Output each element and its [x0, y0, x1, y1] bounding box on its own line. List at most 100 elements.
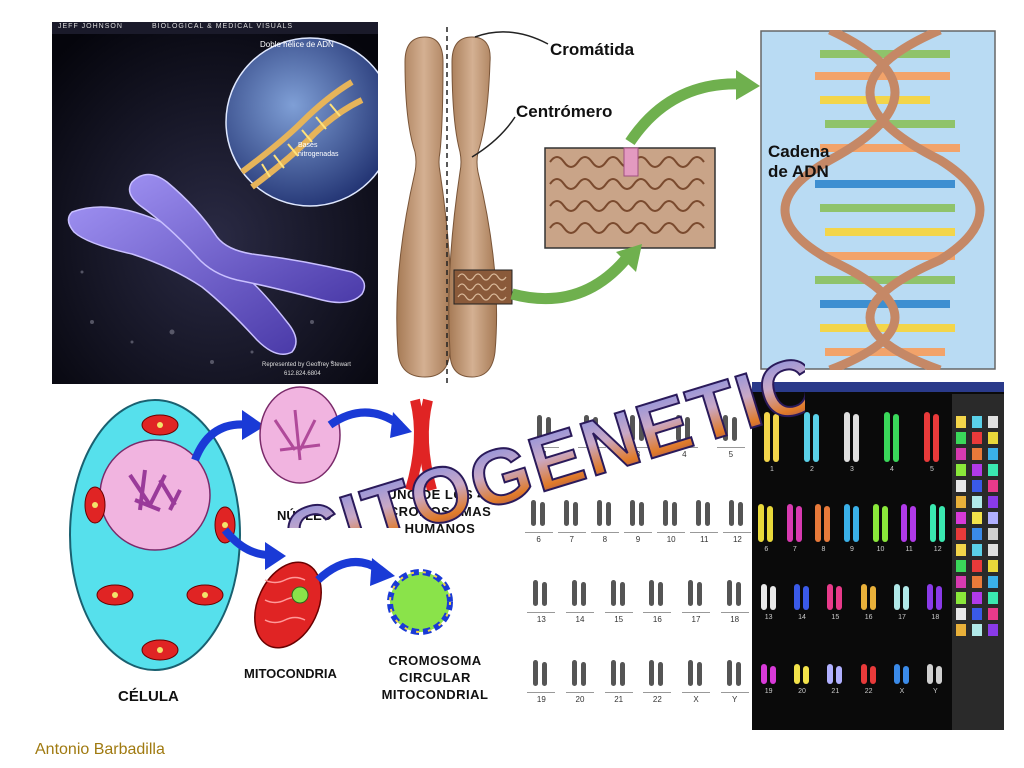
- karyotype-baseline: [682, 692, 710, 693]
- karyotype-chromatid: [697, 582, 702, 606]
- karyotype-chromatid: [539, 502, 545, 526]
- sky-chromatid: [869, 666, 876, 684]
- karyotype-chromatid: [731, 417, 737, 441]
- sky-chromatid: [824, 506, 831, 542]
- karyotype-number: 13: [536, 615, 546, 624]
- karyotype-chromatid: [676, 415, 682, 441]
- karyotype-baseline: [670, 447, 699, 448]
- karyotype-chromatid: [592, 417, 598, 441]
- photo-header-right: BIOLOGICAL & MEDICAL VISUALS: [152, 23, 294, 30]
- label-centromere: Centrómero: [516, 102, 613, 121]
- sky-legend-swatch: [988, 512, 998, 524]
- sky-number: 7: [792, 546, 797, 553]
- karyotype-baseline: [566, 612, 594, 613]
- karyotype-chromatid: [639, 502, 644, 526]
- label-nucleus: NÚCLEO: [277, 508, 332, 523]
- sky-legend-swatch: [972, 528, 982, 540]
- karyotype-chromatid: [572, 502, 578, 526]
- karyotype-chromatid: [688, 660, 693, 686]
- karyotype-number: 7: [569, 535, 574, 544]
- sky-chromatid: [786, 504, 793, 542]
- karyotype-chromatid: [537, 415, 543, 441]
- karyotype-chromatid: [729, 500, 735, 526]
- sky-chromosome-pair: [825, 584, 845, 634]
- karyotype-number: 14: [575, 615, 585, 624]
- photo-footer-phone: 612.824.6804: [284, 371, 321, 377]
- label-cell: CÉLULA: [118, 688, 179, 705]
- sky-legend-swatch: [956, 512, 966, 524]
- sky-chromatid: [929, 504, 936, 542]
- karyotype-chromatid: [658, 582, 664, 606]
- sky-chromatid: [794, 664, 800, 684]
- karyotype-chromatid: [688, 580, 693, 606]
- sky-chromatid: [924, 412, 930, 462]
- label-dna-chain-2: de ADN: [768, 162, 829, 181]
- sky-legend-swatch: [972, 560, 982, 572]
- sky-legend-swatch: [956, 560, 966, 572]
- karyotype-chromatid: [572, 580, 577, 606]
- sky-number: 6: [764, 546, 769, 553]
- karyotype-number: 2: [589, 450, 594, 459]
- sky-chromatid: [901, 504, 908, 542]
- karyotype-chromosome-pair: [686, 580, 706, 608]
- sky-legend-swatch: [956, 416, 966, 428]
- sky-chromosome-pair: [842, 504, 862, 554]
- sky-legend-swatch: [972, 608, 982, 620]
- sky-number: 13: [764, 614, 773, 621]
- sky-legend-swatch: [988, 448, 998, 460]
- karyotype-chromosome-pair: [531, 580, 551, 608]
- sky-number: 11: [905, 546, 913, 553]
- sky-number: 3: [850, 466, 854, 473]
- karyotype-number: 15: [614, 615, 624, 624]
- sky-legend-swatch: [956, 624, 966, 636]
- karyotype-chromosome-pair: [609, 660, 629, 688]
- sky-chromatid: [936, 586, 943, 610]
- sky-chromatid: [844, 504, 850, 542]
- sky-chromatid: [803, 586, 809, 610]
- sky-chromatid: [795, 506, 802, 542]
- karyotype-chromosome-pair: [531, 660, 551, 688]
- sky-chromatid: [872, 504, 879, 542]
- sky-chromatid: [804, 412, 810, 462]
- karyotype-chromosome-pair: [727, 500, 747, 528]
- sky-chromosome-pair: [892, 664, 912, 714]
- sky-chromosome-pair: [842, 412, 862, 462]
- sky-chromosome-pair: [899, 504, 919, 554]
- sky-chromosome-pair: [792, 664, 812, 714]
- karyotype-number: 22: [652, 695, 662, 704]
- sky-legend-swatch: [988, 528, 998, 540]
- karyotype-chromatid: [581, 662, 586, 686]
- sky-chromatid: [760, 664, 767, 684]
- karyotype-chromatid: [581, 582, 586, 606]
- karyotype-chromosome-pair: [647, 580, 667, 608]
- karyotype-chromosome-pair: [609, 580, 629, 608]
- karyotype-baseline: [716, 447, 745, 448]
- sky-chromatid: [893, 414, 899, 462]
- sky-legend-swatch: [988, 576, 998, 588]
- karyotype-baseline: [524, 532, 553, 533]
- photo-footer-represented: Represented by Geoffrey Stewart: [262, 362, 351, 368]
- sky-chromatid: [836, 586, 843, 610]
- sky-legend-swatch: [988, 608, 998, 620]
- karyotype-number: 19: [536, 695, 546, 704]
- karyotype-chromatid: [726, 580, 732, 606]
- sky-legend-swatch: [988, 416, 998, 428]
- karyotype-baseline: [624, 447, 652, 448]
- karyotype-baseline: [557, 532, 586, 533]
- sky-legend-swatch: [972, 512, 982, 524]
- karyotype-chromatid: [738, 502, 744, 526]
- sky-number: 21: [831, 688, 840, 695]
- label-one-of-46-line2: CROMOSOMAS: [388, 504, 492, 519]
- sky-legend-swatch: [988, 432, 998, 444]
- sky-number: 8: [821, 546, 826, 553]
- karyotype-chromatid: [685, 417, 691, 441]
- karyotype-number: 21: [614, 695, 624, 704]
- karyotype-number: 6: [536, 535, 541, 544]
- karyotype-chromatid: [619, 582, 625, 606]
- sky-number: 19: [764, 688, 773, 695]
- label-circular-line2: CIRCULAR: [399, 670, 471, 685]
- karyotype-number: 11: [700, 535, 709, 544]
- karyotype-chromatid: [572, 660, 577, 686]
